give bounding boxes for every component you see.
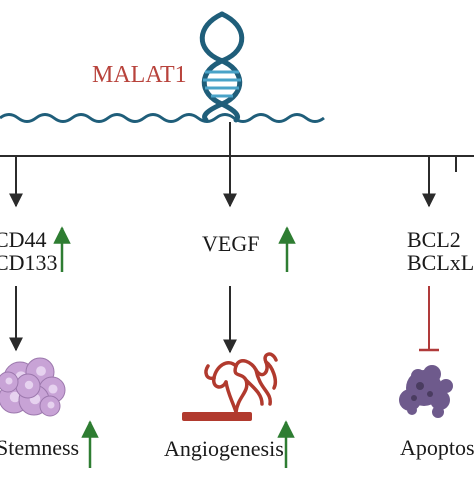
apoptotic-body bbox=[432, 406, 444, 418]
outcome-label-stemness: Stemness bbox=[0, 435, 80, 460]
stem-cell-nucleus bbox=[24, 380, 34, 390]
apoptotic-body bbox=[411, 369, 425, 383]
rna-wave-line bbox=[0, 113, 325, 123]
marker-label-bclxl: BCLxL bbox=[407, 250, 474, 275]
dna-base-pairs bbox=[203, 70, 241, 98]
stem-cell-nucleus bbox=[36, 366, 46, 376]
marker-label-bcl2: BCL2 bbox=[407, 227, 461, 252]
marker-label-cd44: CD44 bbox=[0, 227, 47, 252]
apoptotic-body bbox=[439, 379, 453, 393]
dna-strand-b bbox=[201, 11, 245, 123]
apoptotic-body bbox=[423, 365, 441, 383]
marker-label-vegf: VEGF bbox=[202, 231, 260, 256]
pathway-connectors bbox=[0, 122, 474, 354]
blood-vessel-icon bbox=[182, 352, 278, 421]
stem-cell-nucleus bbox=[47, 401, 55, 409]
apoptotic-body bbox=[399, 389, 421, 411]
apoptotic-fragment bbox=[416, 382, 424, 390]
apoptotic-cell-icon bbox=[399, 365, 453, 418]
apoptotic-body bbox=[430, 390, 450, 410]
outcome-label-angiogenesis: Angiogenesis bbox=[164, 436, 284, 461]
stem-cell-nucleus bbox=[5, 377, 13, 385]
stem-cell-nucleus bbox=[48, 384, 58, 394]
outcome-label-apoptosis: Apoptosis bbox=[400, 435, 474, 460]
apoptotic-body bbox=[407, 405, 417, 415]
stem-cell-cluster-icon bbox=[0, 357, 66, 417]
gene-title: MALAT1 bbox=[92, 62, 187, 88]
apoptotic-fragment bbox=[427, 391, 433, 397]
dna-helix-icon bbox=[199, 11, 245, 123]
inhibition-arrow-apoptosis bbox=[419, 286, 439, 352]
stem-cell-nucleus bbox=[9, 391, 21, 403]
apoptotic-fragment bbox=[411, 395, 417, 401]
marker-label-cd133: CD133 bbox=[0, 250, 58, 275]
